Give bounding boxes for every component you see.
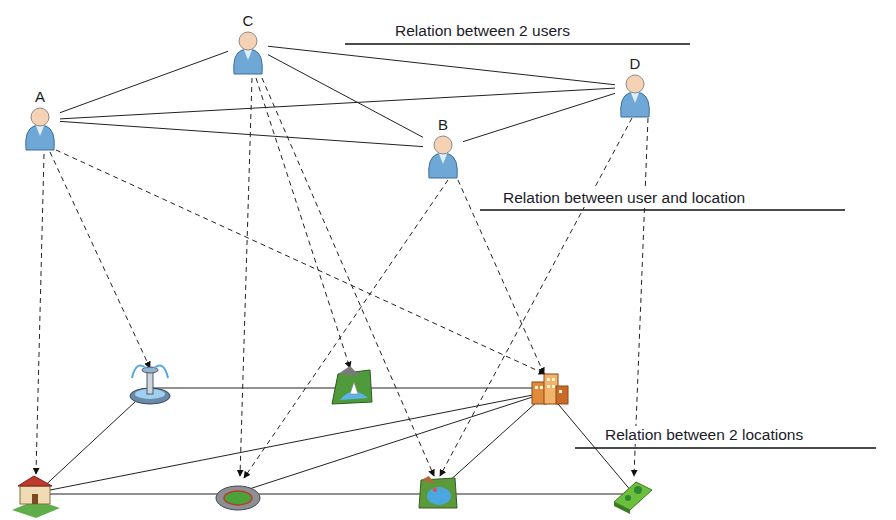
house-icon — [12, 476, 60, 518]
user-icon — [425, 134, 461, 180]
relation-label: Relation between 2 locations — [602, 426, 806, 444]
buildings-icon — [532, 374, 568, 404]
lake-icon — [419, 476, 457, 508]
user-icon — [617, 73, 653, 119]
user-relation-line — [268, 55, 423, 138]
user-location-arrow — [36, 78, 648, 478]
user-node: C — [230, 12, 266, 76]
user-letter: C — [243, 12, 254, 30]
label-underline — [345, 44, 876, 448]
user-relation-line — [60, 121, 423, 146]
lake-mountain-icon — [332, 366, 372, 404]
park-icon — [614, 482, 652, 514]
user-relation-line — [463, 93, 615, 141]
user-letter: B — [438, 116, 448, 134]
user-letter: D — [630, 55, 641, 73]
fountain-icon — [130, 366, 170, 404]
user-relation-line — [268, 46, 615, 85]
user-icon — [22, 106, 58, 152]
user-relation-line — [60, 88, 615, 119]
user-letter: A — [35, 88, 45, 106]
user-node: A — [22, 88, 58, 152]
stadium-icon — [216, 486, 260, 510]
relation-label: Relation between user and location — [500, 189, 748, 207]
user-icon — [230, 30, 266, 76]
user-node: D — [617, 55, 653, 119]
relation-label: Relation between 2 users — [392, 22, 573, 40]
user-node: B — [425, 116, 461, 180]
user-relation-line — [60, 51, 228, 112]
